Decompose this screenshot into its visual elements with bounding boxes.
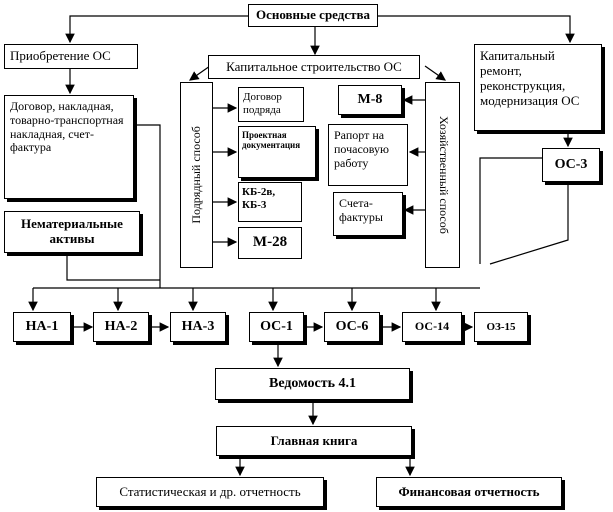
node-na1: НА-1 (13, 312, 71, 342)
node-os14: ОС-14 (402, 312, 462, 342)
node-na2: НА-2 (93, 312, 149, 342)
node-os6: ОС-6 (324, 312, 380, 342)
node-statement: Ведомость 4.1 (215, 368, 410, 400)
node-acquisition: Приобретение ОС (4, 44, 138, 69)
node-m8: М-8 (338, 85, 402, 115)
node-contract: Договор подряда (238, 87, 304, 122)
node-own-method-label: Хозяйственный способ (436, 116, 451, 234)
node-m28: М-28 (238, 227, 302, 259)
node-ledger: Главная книга (216, 426, 412, 456)
node-capital-construction: Капитальное строительство ОС (208, 55, 420, 79)
node-intangibles: Нематериальные активы (4, 211, 140, 253)
node-oz15: ОЗ-15 (474, 312, 528, 342)
node-time-report: Рапорт на почасовую работу (328, 124, 408, 186)
node-na3: НА-3 (170, 312, 226, 342)
node-project-docs: Проектная документация (238, 126, 316, 178)
node-capital-repair: Капитальный ремонт, реконструкция, модер… (474, 44, 602, 131)
node-fixed-assets: Основные средства (248, 4, 378, 27)
node-statistical: Статистическая и др. отчетность (96, 477, 324, 507)
node-contract-method-label: Подрядный способ (188, 126, 203, 224)
node-financial: Финансовая отчетность (376, 477, 562, 507)
node-invoices: Счета-фактуры (333, 192, 403, 236)
node-contract-method: Подрядный способ (180, 82, 213, 268)
node-kb: КБ-2в, КБ-3 (238, 182, 302, 222)
node-own-method: Хозяйственный способ (425, 82, 460, 268)
node-os1: ОС-1 (249, 312, 304, 342)
node-os3: ОС-3 (542, 148, 600, 182)
node-documents: Договор, накладная, товарно-транспортная… (4, 95, 134, 199)
